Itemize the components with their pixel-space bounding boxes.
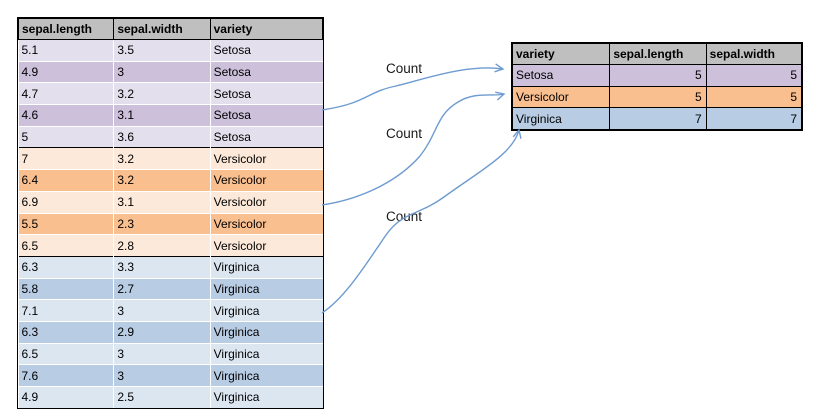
cell-count-sepal-width: 5 [705, 64, 803, 87]
count-label-setosa: Count [386, 61, 423, 76]
cell-variety: Virginica [209, 299, 323, 322]
cell-sepal-length: 7.1 [18, 299, 114, 322]
cell-sepal-width: 2.7 [113, 277, 211, 300]
cell-sepal-width: 3.2 [113, 147, 211, 170]
count-label-virginica: Count [386, 209, 423, 224]
cell-variety: Setosa [209, 104, 323, 127]
cell-variety: Virginica [209, 277, 323, 300]
cell-sepal-length: 4.6 [18, 104, 114, 127]
cell-sepal-length: 5.5 [18, 212, 114, 235]
cell-sepal-width: 3.2 [113, 169, 211, 192]
cell-variety: Versicolor [209, 169, 323, 192]
cell-sepal-width: 3 [113, 299, 211, 322]
cell-sepal-length: 6.5 [18, 342, 114, 365]
column-header: sepal.length [609, 43, 707, 65]
cell-variety: Virginica [209, 320, 323, 344]
cell-sepal-length: 6.3 [18, 255, 114, 279]
cell-count-sepal-length: 5 [609, 64, 707, 87]
cell-sepal-length: 6.5 [18, 234, 114, 257]
cell-variety: Setosa [209, 125, 323, 148]
cell-sepal-width: 3.6 [113, 125, 211, 148]
cell-count-sepal-width: 7 [705, 107, 803, 131]
cell-sepal-length: 4.9 [18, 60, 114, 83]
cell-variety: Virginica [209, 364, 323, 387]
cell-variety: Virginica [209, 255, 323, 279]
cell-variety: Virginica [209, 385, 323, 408]
count-label-versicolor: Count [386, 126, 423, 141]
cell-sepal-width: 3.3 [113, 255, 211, 279]
flow-arrow-versicolor [321, 91, 506, 206]
cell-variety: Virginica [209, 342, 323, 365]
cell-sepal-width: 3.5 [113, 39, 211, 62]
cell-sepal-length: 5.8 [18, 277, 114, 300]
cell-variety: Versicolor [209, 147, 323, 170]
cell-sepal-width: 3.1 [113, 190, 211, 213]
cell-sepal-width: 3 [113, 60, 211, 83]
cell-count-sepal-width: 5 [705, 85, 803, 109]
cell-variety: Virginica [511, 107, 611, 131]
cell-sepal-length: 4.7 [18, 82, 114, 105]
cell-count-sepal-length: 7 [609, 107, 707, 131]
cell-variety: Versicolor [511, 85, 611, 109]
cell-sepal-length: 6.4 [18, 169, 114, 192]
cell-sepal-length: 5.1 [18, 39, 114, 62]
cell-variety: Setosa [511, 64, 611, 87]
cell-sepal-width: 2.5 [113, 385, 211, 408]
cell-count-sepal-length: 5 [609, 85, 707, 109]
cell-sepal-width: 2.9 [113, 320, 211, 344]
column-header: variety [209, 18, 324, 40]
column-header: sepal.length [17, 18, 115, 40]
cell-variety: Versicolor [209, 212, 323, 235]
cell-sepal-length: 5 [18, 125, 114, 148]
cell-variety: Setosa [209, 39, 323, 62]
cell-sepal-length: 4.9 [18, 385, 114, 408]
cell-sepal-width: 3.1 [113, 104, 211, 127]
cell-variety: Versicolor [209, 234, 323, 257]
cell-variety: Setosa [209, 60, 323, 83]
column-header: sepal.width [705, 43, 803, 65]
cell-sepal-length: 7.6 [18, 364, 114, 387]
cell-sepal-width: 3.2 [113, 82, 211, 105]
cell-sepal-width: 3 [113, 364, 211, 387]
column-header: variety [511, 43, 611, 65]
cell-sepal-length: 7 [18, 147, 114, 170]
cell-sepal-length: 6.9 [18, 190, 114, 213]
cell-sepal-width: 2.3 [113, 212, 211, 235]
cell-sepal-length: 6.3 [18, 320, 114, 344]
cell-variety: Setosa [209, 82, 323, 105]
cell-sepal-width: 2.8 [113, 234, 211, 257]
cell-variety: Versicolor [209, 190, 323, 213]
column-header: sepal.width [113, 18, 211, 40]
cell-sepal-width: 3 [113, 342, 211, 365]
